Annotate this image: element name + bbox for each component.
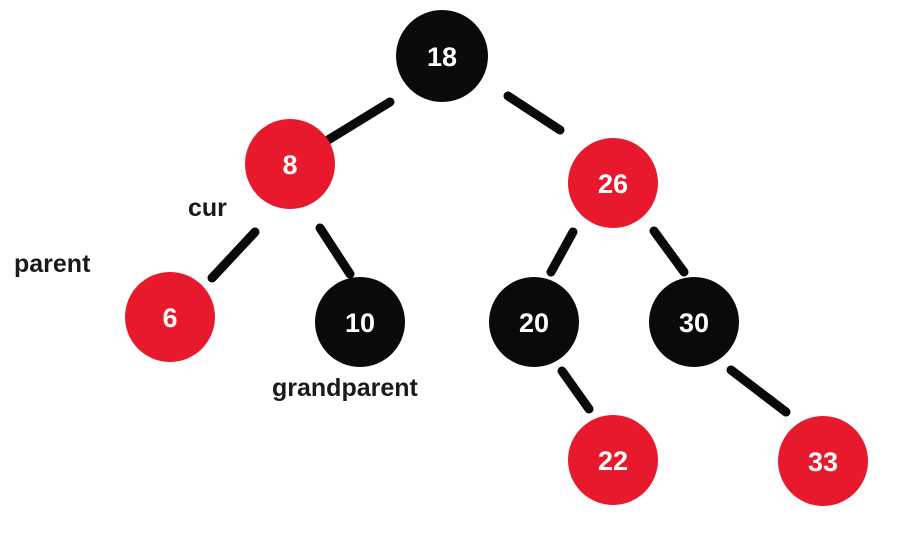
tree-node[interactable]: 33 [778,416,868,506]
annotation-label-cur: cur [188,194,227,222]
tree-edge [557,366,594,414]
tree-node[interactable]: 22 [568,415,658,505]
tree-node[interactable]: 30 [649,277,739,367]
tree-edge [323,97,395,145]
tree-node[interactable]: 10 [315,277,405,367]
tree-node[interactable]: 18 [396,10,488,102]
tree-edge [726,365,791,417]
node-value-label: 10 [345,308,375,338]
node-value-label: 26 [598,169,628,199]
node-circle-black [489,277,579,367]
tree-edge [503,91,565,135]
tree-node[interactable]: 6 [125,272,215,362]
tree-edge [207,227,260,283]
node-circle-red [568,138,658,228]
tree-edge [315,223,355,279]
node-value-label: 8 [282,150,297,180]
node-circle-black [396,10,488,102]
node-circle-black [649,277,739,367]
node-value-label: 6 [162,303,177,333]
node-value-label: 18 [427,42,457,72]
node-circle-red [245,119,335,209]
node-value-label: 20 [519,308,549,338]
tree-node[interactable]: 26 [568,138,658,228]
tree-node[interactable]: 20 [489,277,579,367]
tree-node[interactable]: 8 [245,119,335,209]
node-value-label: 33 [808,447,838,477]
node-value-label: 22 [598,446,628,476]
node-circle-red [125,272,215,362]
node-circle-red [778,416,868,506]
tree-edge [546,227,578,277]
node-circle-red [568,415,658,505]
annotation-label-parent: parent [14,250,91,278]
edges-group [207,91,791,417]
nodes-group: 18 8 26 6 10 20 30 22 33 [125,10,868,506]
node-circle-black [315,277,405,367]
node-value-label: 30 [679,308,709,338]
annotation-label-grandparent: grandparent [272,374,418,402]
tree-edge [649,226,689,277]
